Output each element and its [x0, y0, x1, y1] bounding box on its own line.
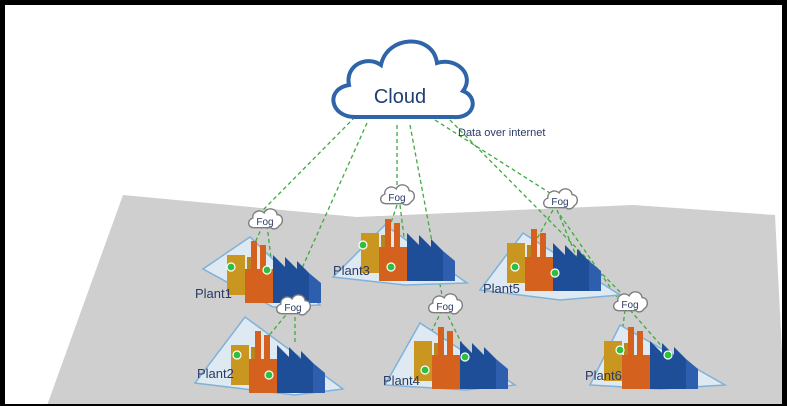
sensor-icon [420, 365, 430, 375]
link-plant5 [434, 119, 554, 196]
sensor-icon [615, 345, 625, 355]
sensor-icon [510, 262, 520, 272]
fog-label: Fog [256, 217, 273, 228]
sensor-icon [386, 262, 396, 272]
cloud-icon: Cloud [331, 39, 475, 120]
sensor-icon [358, 240, 368, 250]
sensor-icon [550, 268, 560, 278]
sensor-icon [232, 350, 242, 360]
sensor-icon [460, 352, 470, 362]
sensor-icon [663, 350, 673, 360]
plant-label: Plant6 [585, 368, 622, 383]
fog-label: Fog [284, 303, 301, 314]
plant-label: Plant4 [383, 373, 420, 388]
fog-label: Fog [388, 193, 405, 204]
plant-label: Plant5 [483, 281, 520, 296]
link-plant1 [262, 116, 356, 211]
plant-label: Plant1 [195, 286, 232, 301]
sensor-icon [264, 370, 274, 380]
link-plant2 [289, 122, 368, 296]
plant-label: Plant2 [197, 366, 234, 381]
fog-label: Fog [551, 197, 568, 208]
fog-computing-diagram: Cloud Data over internet FogPlant1FogPla… [47, 39, 782, 404]
plant-label: Plant3 [333, 263, 370, 278]
cloud-label: Cloud [374, 86, 426, 108]
data-over-internet-label: Data over internet [458, 127, 545, 139]
fog-label: Fog [621, 300, 638, 311]
fog-label: Fog [436, 302, 453, 313]
sensor-icon [226, 262, 236, 272]
sensor-icon [262, 265, 272, 275]
link-plant4 [409, 124, 443, 296]
